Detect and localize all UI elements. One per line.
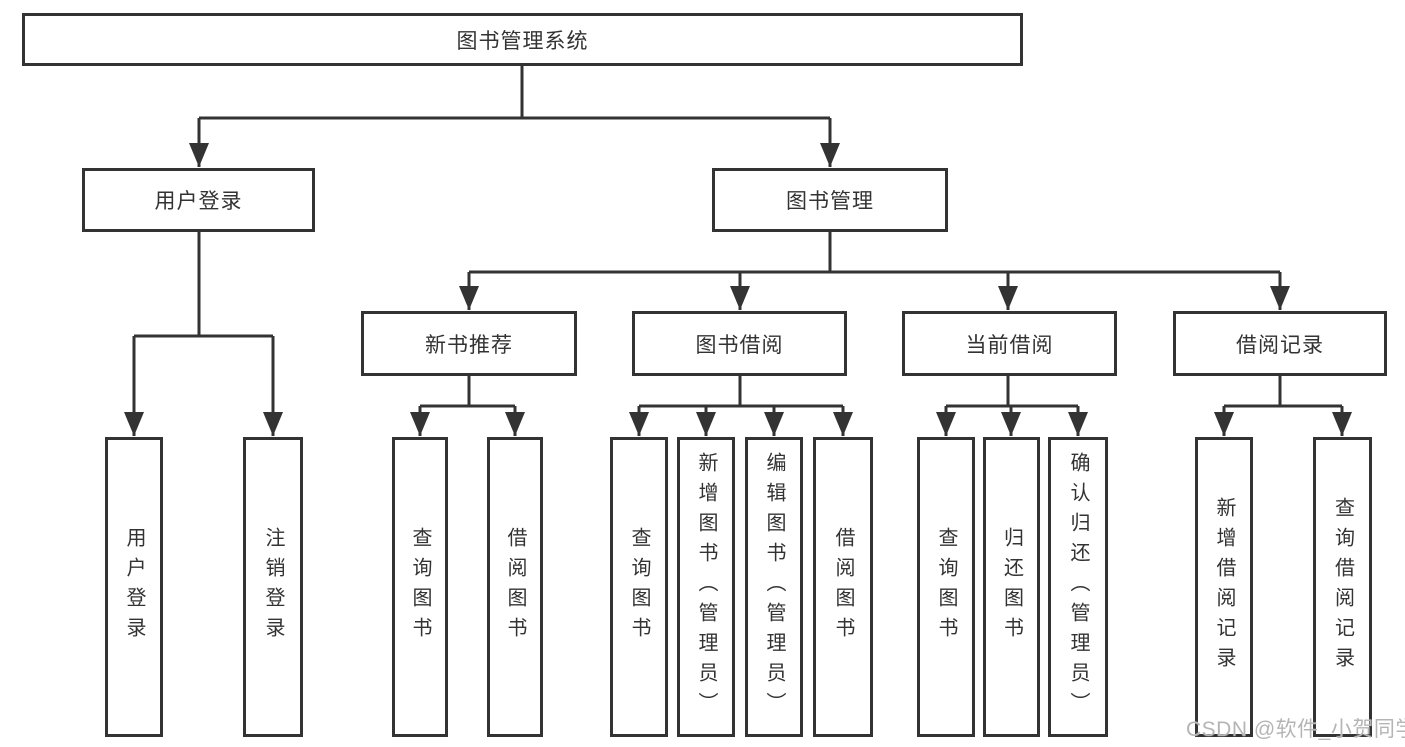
node-current-borrowing: 当前借阅 [902, 311, 1117, 376]
leaf-add-books-admin: 新增图书（管理员） [677, 437, 735, 737]
leaf-add-books-admin-label: 新增图书（管理员） [695, 452, 717, 722]
watermark: CSDN @软件_小贺同学 [1186, 718, 1405, 741]
node-user-login: 用户登录 [82, 168, 315, 232]
node-new-book-recommend: 新书推荐 [361, 311, 577, 376]
leaf-borrow-books-borrowing-label: 借阅图书 [832, 527, 854, 647]
leaf-query-books-current: 查询图书 [917, 437, 975, 737]
leaf-edit-books-admin-label: 编辑图书（管理员） [763, 452, 785, 722]
leaf-query-books-borrowing: 查询图书 [610, 437, 668, 737]
leaf-query-books-recommend-label: 查询图书 [409, 527, 431, 647]
leaf-borrow-books-recommend: 借阅图书 [487, 437, 543, 737]
node-book-management: 图书管理 [712, 168, 948, 232]
edge-root-to-level2 [189, 66, 840, 167]
edge-borrow-records-to-children [1214, 376, 1352, 436]
edge-book-management-to-children [459, 232, 1290, 310]
edge-book-borrowing-to-children [629, 376, 853, 436]
leaf-query-borrow-record: 查询借阅记录 [1313, 437, 1372, 737]
edge-current-borrowing-to-children [936, 376, 1088, 436]
leaf-borrow-books-recommend-label: 借阅图书 [504, 527, 526, 647]
node-borrow-records: 借阅记录 [1173, 311, 1387, 376]
node-book-management-label: 图书管理 [786, 190, 874, 213]
node-current-borrowing-label: 当前借阅 [965, 333, 1054, 357]
node-book-borrowing: 图书借阅 [632, 311, 847, 376]
leaf-logout-login: 注销登录 [243, 437, 303, 737]
leaf-query-borrow-record-label: 查询借阅记录 [1331, 497, 1354, 677]
leaf-confirm-return-admin-label: 确认归还（管理员） [1067, 452, 1089, 722]
edge-user-login-to-children [124, 232, 283, 436]
node-user-login-label: 用户登录 [154, 190, 243, 213]
leaf-add-borrow-record-label: 新增借阅记录 [1213, 497, 1235, 677]
leaf-add-borrow-record: 新增借阅记录 [1195, 437, 1253, 737]
node-book-borrowing-label: 图书借阅 [695, 333, 784, 357]
leaf-query-books-borrowing-label: 查询图书 [628, 527, 650, 647]
leaf-logout-login-label: 注销登录 [262, 527, 284, 647]
node-borrow-records-label: 借阅记录 [1236, 333, 1324, 357]
leaf-edit-books-admin: 编辑图书（管理员） [745, 437, 803, 737]
edge-new-book-recommend-to-children [410, 376, 525, 436]
leaf-borrow-books-borrowing: 借阅图书 [813, 437, 873, 737]
node-root: 图书管理系统 [22, 13, 1023, 66]
node-new-book-recommend-label: 新书推荐 [425, 333, 513, 357]
leaf-user-login: 用户登录 [105, 437, 163, 737]
node-root-label: 图书管理系统 [456, 29, 589, 53]
leaf-user-login-label: 用户登录 [123, 527, 145, 647]
leaf-query-books-current-label: 查询图书 [935, 527, 957, 647]
leaf-return-books-label: 归还图书 [1000, 527, 1023, 647]
leaf-query-books-recommend: 查询图书 [392, 437, 448, 737]
leaf-confirm-return-admin: 确认归还（管理员） [1048, 437, 1108, 737]
leaf-return-books: 归还图书 [983, 437, 1040, 737]
